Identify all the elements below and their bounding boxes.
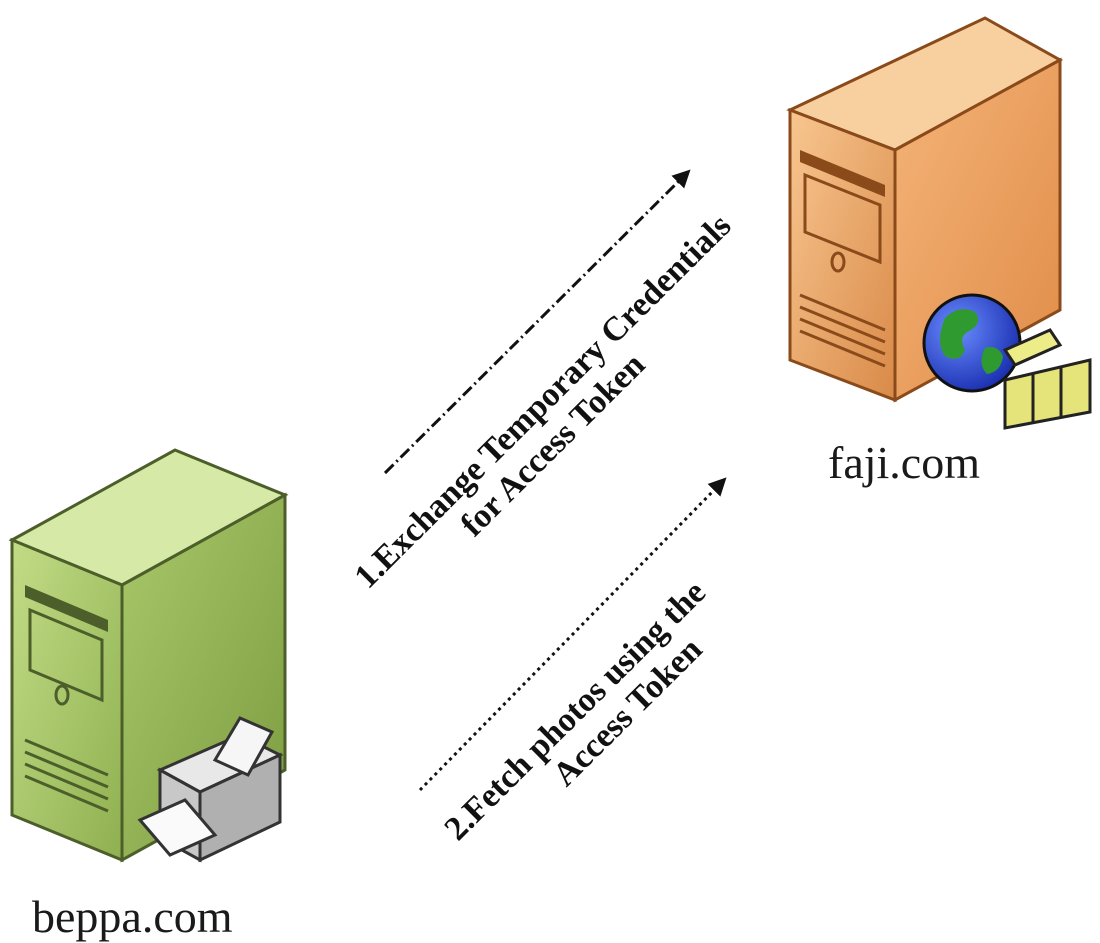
remote-server-label: faji.com <box>828 437 980 488</box>
client-server-label: beppa.com <box>32 891 233 942</box>
remote-server <box>786 16 1092 430</box>
step-1-label-line-1: 1.Exchange Temporary Credentials <box>348 207 739 596</box>
step-1-arrow <box>383 169 691 475</box>
client-server <box>8 448 289 863</box>
printer-icon <box>137 716 284 863</box>
film-icon <box>1002 328 1092 430</box>
step-2-arrow <box>418 477 727 792</box>
step-1-label-group: 1.Exchange Temporary Credentials for Acc… <box>348 207 739 596</box>
step-2-label-line-1: 2.Fetch photos using the <box>438 574 713 848</box>
globe-icon <box>922 293 1022 393</box>
